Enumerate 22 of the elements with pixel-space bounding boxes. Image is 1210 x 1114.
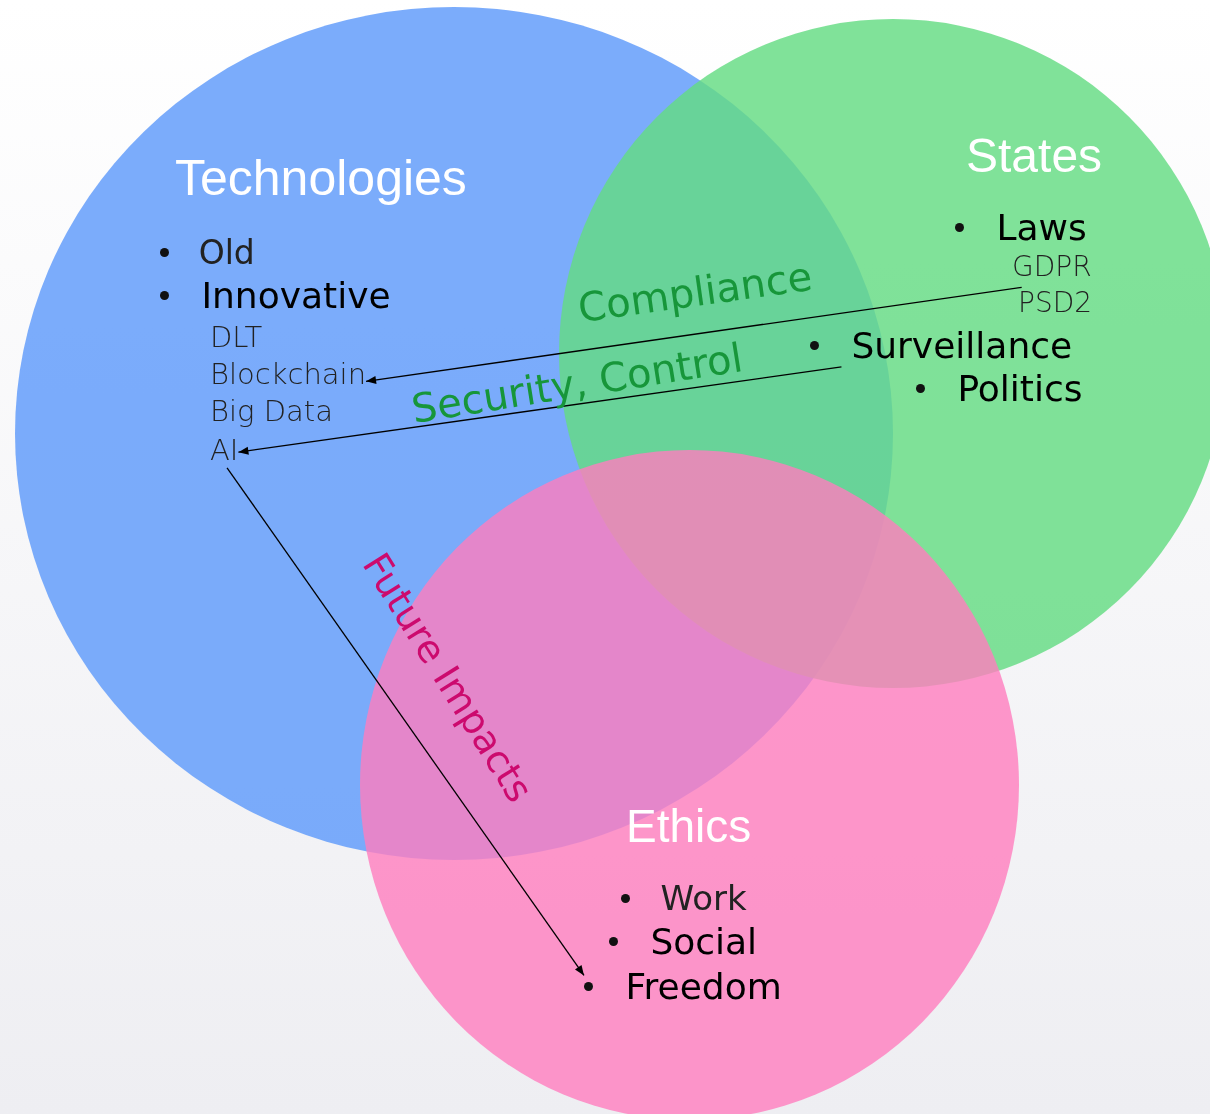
list-item: Freedom (625, 964, 782, 1008)
list-item: Work (660, 877, 747, 919)
list-item: AI (210, 433, 239, 468)
list-item: PSD2 (1018, 285, 1093, 320)
list-item: Old (198, 232, 255, 273)
list-item: Blockchain (210, 357, 367, 392)
arrow (226, 467, 585, 977)
list-item: DLT (210, 320, 263, 355)
list-item: Social (650, 919, 758, 963)
list-item: Laws (996, 205, 1087, 249)
circle-title: Technologies (175, 150, 467, 208)
circle-title: Ethics (626, 800, 752, 853)
edge-label: Security, Control (408, 335, 746, 431)
list-item: Surveillance (851, 323, 1073, 367)
arrow (365, 286, 1023, 384)
arrow (237, 366, 843, 455)
circle-title: States (966, 128, 1103, 184)
list-item: GDPR (1012, 249, 1092, 284)
list-item: Innovative (201, 273, 391, 317)
edge-label: Compliance (575, 253, 815, 331)
list-item: Big Data (210, 394, 333, 429)
list-item: Politics (957, 366, 1083, 410)
